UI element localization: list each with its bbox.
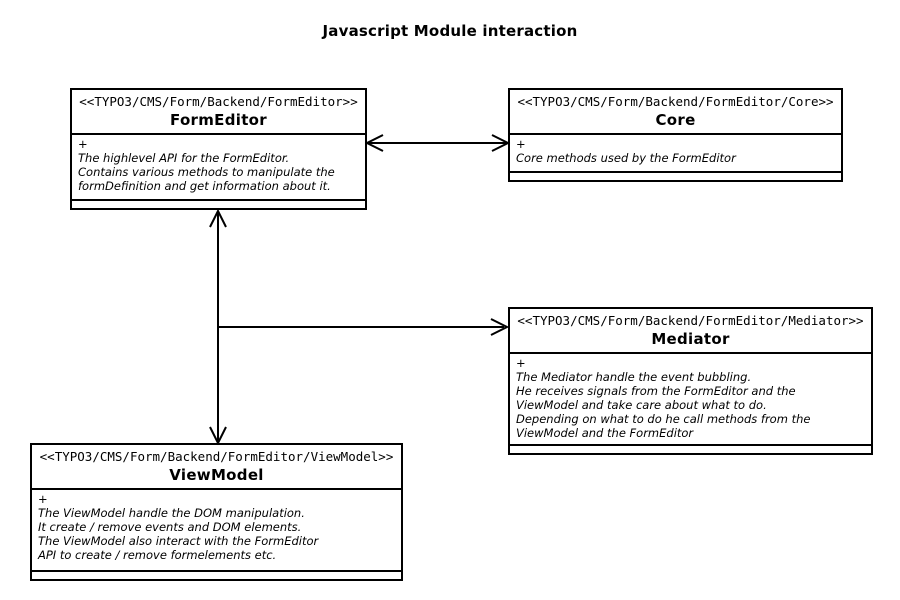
- class-body-mediator: + The Mediator handle the event bubbling…: [510, 354, 871, 444]
- class-body-viewmodel: + The ViewModel handle the DOM manipulat…: [32, 490, 401, 570]
- diagram-title: Javascript Module interaction: [322, 22, 578, 40]
- class-description-mediator: The Mediator handle the event bubbling. …: [516, 370, 811, 440]
- arrow-formeditor-viewmodel: [209, 208, 227, 446]
- visibility-marker: +: [516, 137, 526, 151]
- class-header-viewmodel: <<TYPO3/CMS/Form/Backend/FormEditor/View…: [32, 445, 401, 490]
- class-body-core: + Core methods used by the FormEditor: [510, 135, 841, 171]
- class-stereotype-formeditor: <<TYPO3/CMS/Form/Backend/FormEditor>>: [79, 94, 358, 109]
- class-body-formeditor: + The highlevel API for the FormEditor. …: [72, 135, 365, 199]
- class-name-formeditor: FormEditor: [170, 111, 267, 129]
- class-footer-compartment-formeditor: [72, 199, 365, 208]
- class-box-core: <<TYPO3/CMS/Form/Backend/FormEditor/Core…: [508, 88, 843, 182]
- class-stereotype-mediator: <<TYPO3/CMS/Form/Backend/FormEditor/Medi…: [517, 313, 864, 328]
- class-stereotype-core: <<TYPO3/CMS/Form/Backend/FormEditor/Core…: [517, 94, 834, 109]
- class-box-viewmodel: <<TYPO3/CMS/Form/Backend/FormEditor/View…: [30, 443, 403, 581]
- class-description-viewmodel: The ViewModel handle the DOM manipulatio…: [38, 506, 319, 562]
- class-stereotype-viewmodel: <<TYPO3/CMS/Form/Backend/FormEditor/View…: [39, 449, 394, 464]
- visibility-marker: +: [38, 492, 48, 506]
- class-box-formeditor: <<TYPO3/CMS/Form/Backend/FormEditor>> Fo…: [70, 88, 367, 210]
- class-header-mediator: <<TYPO3/CMS/Form/Backend/FormEditor/Medi…: [510, 309, 871, 354]
- class-box-mediator: <<TYPO3/CMS/Form/Backend/FormEditor/Medi…: [508, 307, 873, 455]
- arrow-to-mediator: [217, 318, 510, 336]
- class-header-formeditor: <<TYPO3/CMS/Form/Backend/FormEditor>> Fo…: [72, 90, 365, 135]
- class-description-formeditor: The highlevel API for the FormEditor. Co…: [78, 151, 335, 193]
- class-description-core: Core methods used by the FormEditor: [516, 151, 736, 165]
- class-header-core: <<TYPO3/CMS/Form/Backend/FormEditor/Core…: [510, 90, 841, 135]
- visibility-marker: +: [78, 137, 88, 151]
- arrow-formeditor-core: [364, 134, 511, 152]
- class-name-core: Core: [655, 111, 696, 129]
- class-footer-compartment-mediator: [510, 444, 871, 453]
- class-footer-compartment-viewmodel: [32, 570, 401, 579]
- class-name-viewmodel: ViewModel: [169, 466, 264, 484]
- visibility-marker: +: [516, 356, 526, 370]
- class-name-mediator: Mediator: [651, 330, 730, 348]
- class-footer-compartment-core: [510, 171, 841, 180]
